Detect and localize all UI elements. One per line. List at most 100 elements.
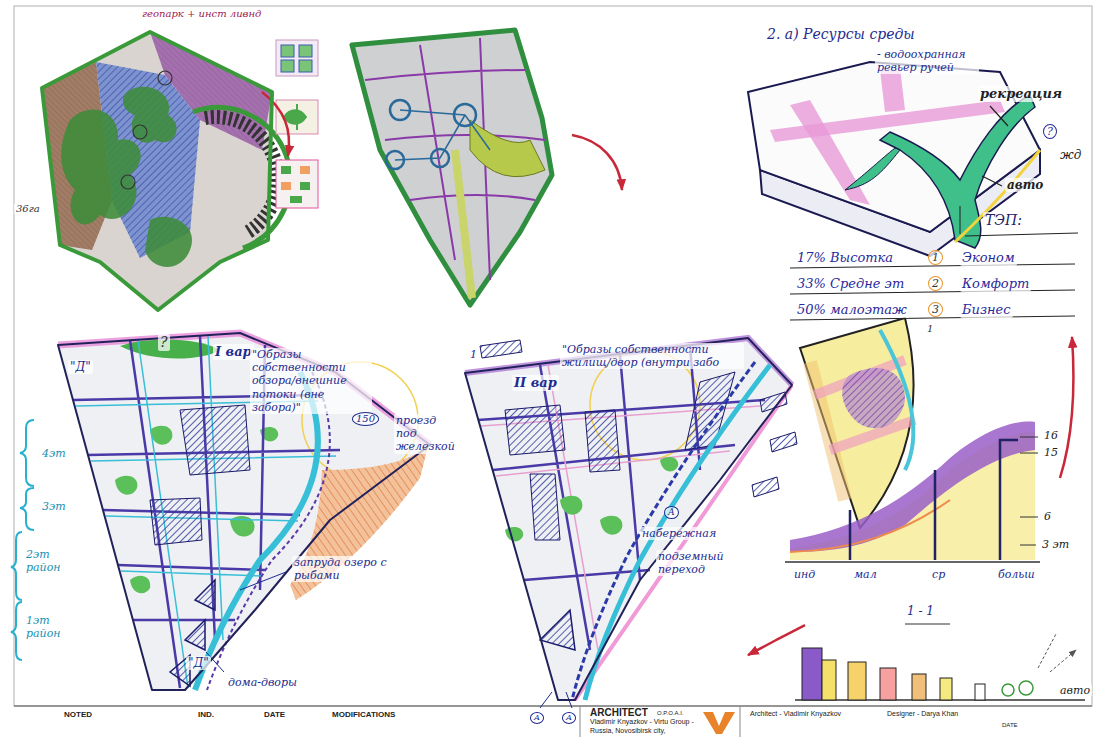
section-drawing xyxy=(905,624,950,625)
handwritten-note: "Д" xyxy=(68,360,93,374)
handwritten-note: 1эт район xyxy=(24,614,68,640)
title-block-text: Vladimir Knyazkov - Virtu Group - xyxy=(588,718,696,726)
handwritten-note: 3 эт xyxy=(1040,538,1071,551)
thumbnail-sketches xyxy=(300,182,310,190)
handwritten-note: 2эт район xyxy=(24,548,68,574)
title-block-text: O.P.O.A.I. xyxy=(655,710,686,717)
title-block-text: NOTED xyxy=(62,710,94,720)
floor-brackets xyxy=(20,420,34,486)
height-chart xyxy=(785,561,1040,563)
title-block-text: DATE xyxy=(1000,722,1020,729)
section-drawing xyxy=(912,674,926,700)
network-sketch xyxy=(352,30,552,305)
panel-outline xyxy=(40,30,288,315)
section-drawing xyxy=(975,684,985,700)
floor-brackets xyxy=(11,532,22,600)
thumbnail-sketches xyxy=(290,196,302,203)
handwritten-note: авто xyxy=(1058,684,1092,697)
table-rules xyxy=(790,206,1078,320)
section-drawing xyxy=(1038,634,1076,672)
callout-number: 150 xyxy=(352,412,379,426)
site-plan xyxy=(585,365,770,700)
logo-mark xyxy=(703,712,735,734)
panel-note: "Образы собственности обзора/внешние пот… xyxy=(250,348,372,414)
site-plan xyxy=(585,410,620,472)
site-plan xyxy=(290,446,428,600)
height-chart xyxy=(850,440,1018,560)
flow-arrow xyxy=(262,92,289,156)
logo-mark xyxy=(703,712,735,734)
panel-heading: II вар xyxy=(512,375,559,391)
network-sketch xyxy=(352,30,552,305)
callout-number: 2 xyxy=(928,276,943,291)
concept-sketch xyxy=(61,110,141,225)
site-plan xyxy=(195,580,215,610)
thumbnail-sketches xyxy=(281,45,294,57)
site-plan xyxy=(120,340,220,359)
handwritten-note: Комфорт xyxy=(960,276,1031,292)
site-plan xyxy=(465,338,797,708)
terrain-block xyxy=(955,150,1040,242)
sketch-panel: I вар"Образы собственности обзора/внешни… xyxy=(55,330,435,692)
handwritten-note: запруда озеро с рыбами xyxy=(292,556,396,582)
section-drawing xyxy=(822,660,836,700)
zoning-sector xyxy=(842,368,905,428)
panel-heading: I вар xyxy=(213,344,254,360)
sheet-frame xyxy=(14,6,1092,706)
thumbnail-sketches xyxy=(276,40,318,208)
section-drawing xyxy=(880,668,896,700)
concept-sketch xyxy=(121,175,135,189)
site-plan xyxy=(150,498,202,545)
site-plan xyxy=(575,385,792,700)
terrain-block xyxy=(982,106,1008,186)
callout-number: 1 xyxy=(928,250,943,265)
site-plan xyxy=(195,372,318,690)
network-sketch xyxy=(454,104,476,126)
thumbnail-sketches xyxy=(276,160,318,208)
handwritten-note: жд xyxy=(1058,148,1083,162)
zoning-sector xyxy=(800,318,915,528)
thumbnail-sketches xyxy=(281,182,291,190)
handwritten-note: подземный переход xyxy=(656,550,730,576)
sheet-frame xyxy=(14,706,1092,707)
thumbnail-sketches xyxy=(300,166,310,174)
sheet-frame xyxy=(740,706,741,737)
section-drawing xyxy=(1002,684,1014,696)
handwritten-note: мал xyxy=(852,568,879,581)
site-plan xyxy=(58,333,430,690)
panel-outline xyxy=(55,330,435,692)
handwritten-note: Эконом xyxy=(960,250,1017,266)
zoning-sector xyxy=(842,368,905,428)
site-plan xyxy=(685,372,735,450)
zoning-sector xyxy=(880,330,913,470)
sketch-panel: 1 - 1 xyxy=(805,598,1090,702)
height-chart xyxy=(785,422,1040,562)
terrain-block xyxy=(880,95,1035,248)
network-sketch xyxy=(470,120,545,177)
handwritten-note: 16 xyxy=(1042,429,1060,442)
concept-sketch xyxy=(133,125,147,139)
sheet-frame xyxy=(580,706,581,737)
concept-sketch xyxy=(42,32,290,310)
handwritten-note: авто xyxy=(1005,178,1045,192)
callout-number: А xyxy=(562,712,576,724)
concept-sketch xyxy=(42,32,272,310)
sketch-panel: геопарк + инст ливнд xyxy=(40,30,288,315)
site-plan xyxy=(480,340,522,358)
sheet-frame xyxy=(14,6,1092,737)
panel-outline xyxy=(42,32,272,310)
handwritten-note: проезд под железкой xyxy=(394,414,462,454)
handwritten-note: 50% малоэтаж xyxy=(795,302,909,318)
floor-brackets xyxy=(20,488,34,530)
panel-heading: геопарк + инст ливнд xyxy=(140,8,284,20)
title-block-text: Designer - Darya Khan xyxy=(885,710,960,718)
callout-number: А xyxy=(664,506,679,519)
site-plan xyxy=(540,610,575,650)
concept-sketch xyxy=(158,71,172,85)
site-plan xyxy=(530,474,560,540)
site-plan xyxy=(752,477,779,497)
terrain-block xyxy=(790,100,870,205)
